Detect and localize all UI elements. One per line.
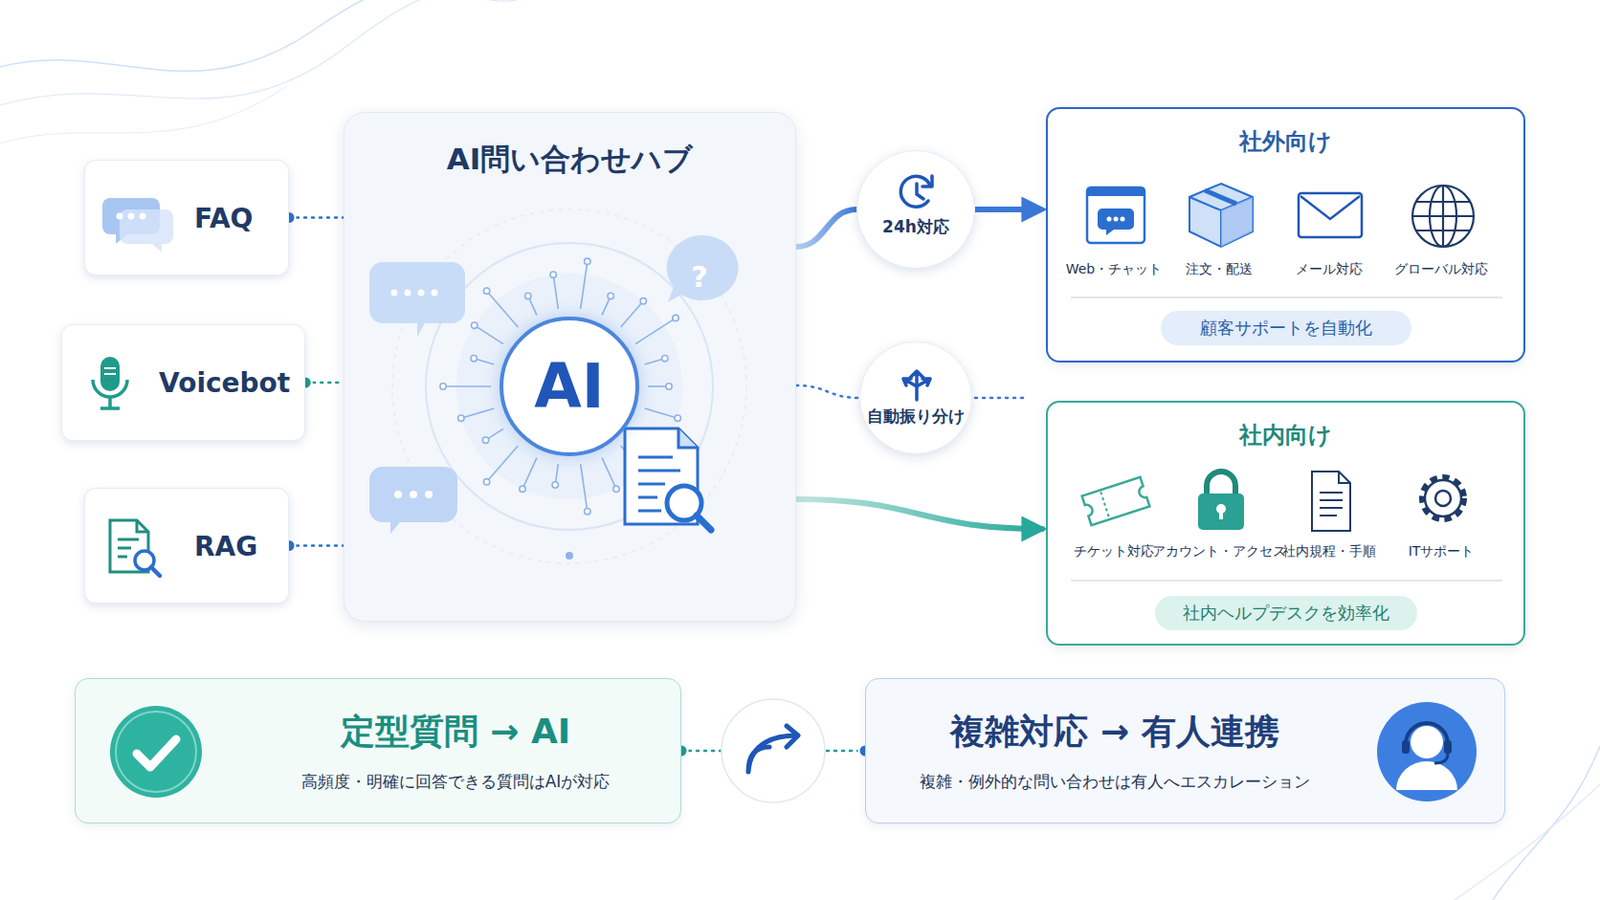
source-label: RAG [194,530,258,562]
connector [796,209,857,247]
connector [288,544,344,548]
item-caption: 注文・配送 [1185,261,1253,279]
circ-node: 自動振り分け [859,341,973,455]
source-icon [102,516,174,580]
source-icon [102,188,174,252]
hub-node: AI問い合わせハブ AI [343,111,797,623]
pill-label: 顧客サポートを自動化 [1200,316,1373,340]
split-icon [748,735,797,773]
item-caption: メール対応 [1295,261,1363,279]
pill-label: 社内ヘルプデスクを効率化 [1182,601,1390,625]
item-caption: 社内規程・手順 [1282,543,1377,561]
ai-label: AI [533,351,604,423]
band-text: 複雑対応 → 有人連携複雑・例外的な問い合わせは有人へエスカレーション [866,679,1364,823]
operator-icon [1377,702,1477,802]
panel-node: 社外向け顧客サポートを自動化 [1045,107,1526,363]
band-title: 定型質問 → AI [340,709,572,756]
circ-node: 24h対応 [856,150,976,269]
item-caption: チケット対応 [1073,543,1155,561]
circle-icon [888,357,946,406]
split-icon [786,726,799,748]
source-label: FAQ [194,201,253,234]
band-description: 高頻度・明確に回答できる質問はAIが対応 [301,771,611,794]
circle-label: 24h対応 [857,216,975,239]
split-circle [721,699,825,803]
source-label: Voicebot [158,367,290,400]
item-caption: アカウント・アクセス [1152,543,1287,561]
connector [975,206,1043,213]
question-mark: ? [690,260,708,294]
connector [288,216,344,220]
circle-icon [888,166,946,215]
src-node: Voicebot [61,324,306,442]
source-icon [79,353,151,417]
item-caption: ITサポート [1408,543,1475,561]
panel-title: 社内向け [1047,420,1524,451]
connector [796,499,1043,530]
panel-node: 社内向け社内ヘルプデスクを効率化 [1045,400,1526,646]
band-description: 複雑・例外的な問い合わせは有人へエスカレーション [919,771,1311,794]
pill-node: 社内ヘルプデスクを効率化 [1155,596,1418,631]
connector [796,385,860,399]
band-title: 複雑対応 → 有人連携 [950,709,1279,756]
band-node: 複雑対応 → 有人連携複雑・例外的な問い合わせは有人へエスカレーション [865,678,1506,824]
pill-node: 顧客サポートを自動化 [1160,311,1412,346]
item-caption: Web・チャット [1066,261,1163,279]
src-node: FAQ [84,159,289,276]
panel-title: 社外向け [1047,126,1524,157]
band-node: 定型質問 → AI 高頻度・明確に回答できる質問はAIが対応 [74,678,682,824]
circle-label: 自動振り分け [860,405,972,428]
band-text: 定型質問 → AI 高頻度・明確に回答できる質問はAIが対応 [228,679,683,823]
check-icon [110,706,202,799]
ai-node: AI [499,316,640,457]
item-caption: グローバル対応 [1394,261,1489,279]
hub-title: AI問い合わせハブ [344,139,796,180]
src-node: RAG [84,488,289,604]
